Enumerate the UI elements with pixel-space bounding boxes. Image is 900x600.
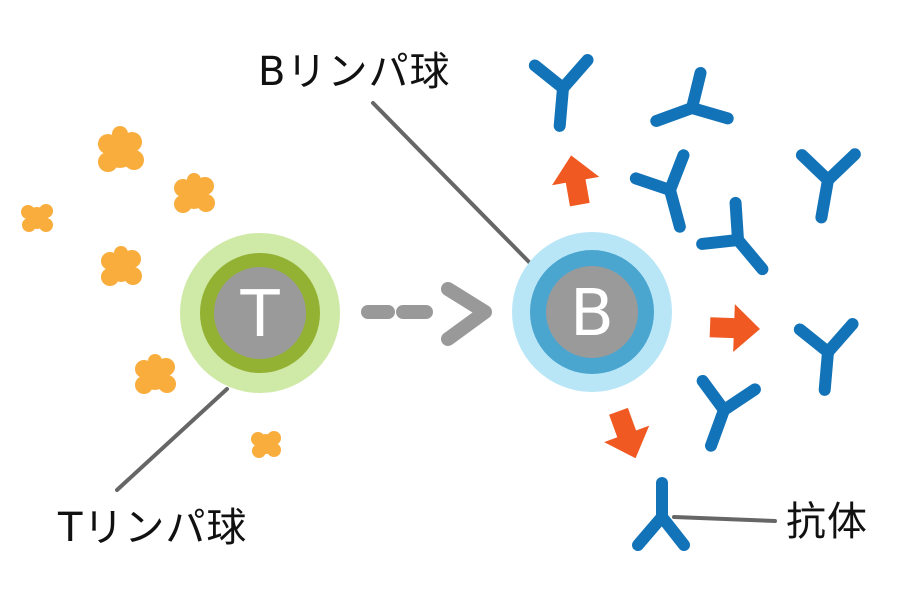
antigens xyxy=(21,126,281,458)
antibodies xyxy=(528,54,861,551)
antigen-particle xyxy=(98,126,144,172)
antigen-particle xyxy=(251,431,281,458)
antigen-particle xyxy=(135,354,176,394)
antibody-label: 抗体 xyxy=(786,499,868,545)
antigen-particle xyxy=(174,173,215,213)
b-lymphocyte-label: Bリンパ球 xyxy=(258,49,451,95)
t-lymphocyte-cell: T xyxy=(180,233,340,393)
leader-line-antibody xyxy=(672,515,777,523)
b-cell-letter: B xyxy=(570,277,614,351)
leader-line-b xyxy=(371,101,532,265)
antibody-icon xyxy=(528,54,594,132)
antibody-icon xyxy=(632,477,690,551)
activation-arrow xyxy=(361,282,492,346)
antibody-icon xyxy=(650,66,734,127)
t-cell-letter: T xyxy=(239,278,280,352)
secretion-arrow-up xyxy=(552,155,600,207)
antibody-icon xyxy=(696,196,769,276)
antigen-particle xyxy=(101,246,142,286)
antigen-particle xyxy=(21,204,53,232)
b-lymphocyte-cell: B xyxy=(512,232,672,392)
secretion-arrows xyxy=(552,155,760,459)
antibody-icon xyxy=(793,318,859,396)
secretion-arrow-down xyxy=(604,407,650,459)
secretion-arrow-right xyxy=(709,304,760,353)
antibody-icon xyxy=(629,149,690,233)
leader-line-t xyxy=(115,387,229,492)
antibody-icon xyxy=(795,148,861,224)
t-lymphocyte-label: Tリンパ球 xyxy=(58,505,248,551)
antibody-icon xyxy=(696,374,761,452)
